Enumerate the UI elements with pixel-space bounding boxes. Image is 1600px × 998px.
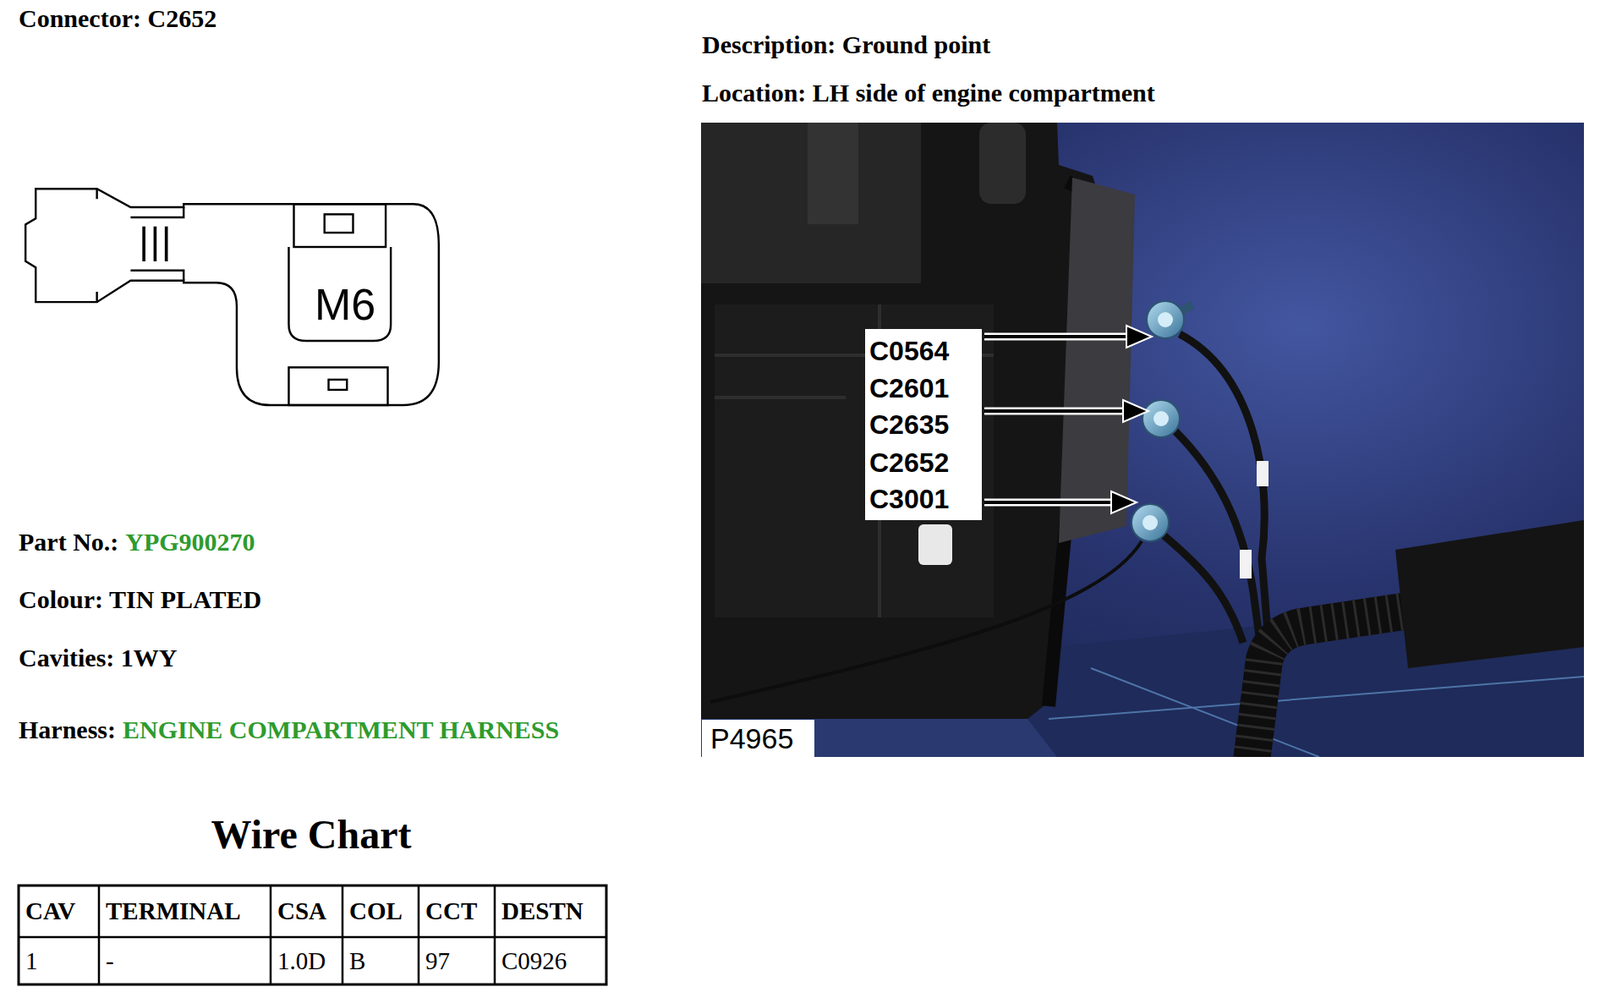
- ground-point-photo: [1048, 668, 1584, 757]
- table-grid: [18, 885, 607, 985]
- table-cell: 97: [418, 936, 495, 985]
- pointer-arrow: [984, 491, 1137, 514]
- label-panel: [865, 328, 982, 521]
- ground-point-photo: [1146, 301, 1184, 339]
- ground-point-photo: [701, 122, 921, 284]
- field-label: Part No.:: [18, 526, 119, 558]
- connector-callout: C2601: [869, 369, 949, 407]
- ground-point-photo: [1256, 460, 1269, 487]
- label-panel: [701, 719, 815, 757]
- pointer-arrow: [984, 334, 1132, 339]
- table-header: CAV: [18, 885, 99, 937]
- ground-point-photo: [1058, 177, 1135, 543]
- pointer-arrow: [984, 325, 1152, 348]
- connector-drawing: [25, 188, 439, 406]
- table-cell: 1.0D: [270, 936, 343, 985]
- connector-title: Connector: C2652: [18, 3, 217, 34]
- ground-point-photo: [807, 122, 859, 225]
- connector-drawing: [143, 226, 167, 262]
- table-cell: C0926: [494, 936, 607, 985]
- ground-point-photo: [979, 122, 1026, 204]
- connector-callout: C2635: [869, 405, 949, 444]
- ground-point-photo: [1142, 400, 1180, 438]
- ground-point-photo: [1175, 431, 1261, 643]
- table-header: TERMINAL: [98, 885, 271, 937]
- ground-point-photo: [701, 718, 1058, 757]
- ground-point-photo: [1395, 520, 1584, 669]
- table-grid: [18, 885, 607, 985]
- ground-point-photo: [1153, 410, 1169, 427]
- table-header: CCT: [418, 885, 495, 937]
- table-header: COL: [342, 885, 419, 937]
- table-header: DESTN: [494, 885, 607, 937]
- table-cell: -: [98, 936, 271, 985]
- ground-point-photo: [701, 122, 1102, 719]
- ground-point-photo: [1131, 504, 1169, 542]
- ground-point-photo: [1157, 312, 1173, 328]
- harness-name: ENGINE COMPARTMENT HARNESS: [122, 714, 559, 746]
- photo-reference: P4965: [710, 719, 794, 757]
- description-field: Description: Ground point: [701, 29, 991, 61]
- ground-point-photo: [701, 122, 1584, 757]
- colour-field: Colour: TIN PLATED: [18, 584, 262, 615]
- pointer-arrow: [984, 500, 1117, 505]
- part-number: YPG900270: [125, 526, 255, 558]
- pointer-arrow: [984, 407, 1129, 416]
- table-heading: Wire Chart: [211, 810, 412, 860]
- connector-drawing: [288, 367, 388, 406]
- connector-drawing: [130, 207, 184, 281]
- connector-drawing: [324, 213, 354, 233]
- connector-callout: C2652: [869, 443, 949, 482]
- connector-drawing: [294, 203, 387, 247]
- pointer-arrow: [984, 333, 1132, 341]
- pointer-arrow: [1111, 491, 1137, 514]
- pointer-arrow: [984, 400, 1149, 422]
- pointer-arrow: [1123, 400, 1149, 422]
- connector-drawing: [95, 188, 98, 302]
- cavities-field: Cavities: 1WY: [18, 642, 177, 674]
- ground-point-photo: [701, 122, 1584, 757]
- pointer-arrow: [984, 409, 1129, 413]
- ground-point-photo: [1142, 515, 1158, 531]
- ground-point-photo: [710, 541, 1142, 702]
- table-grid: [18, 885, 607, 985]
- pointer-arrow: [1126, 325, 1152, 348]
- ground-point-photo: [714, 304, 994, 618]
- connector-drawing: [328, 379, 348, 390]
- ground-point-photo: [1162, 534, 1244, 643]
- table-header: CSA: [270, 885, 343, 937]
- connector-callout: C0564: [869, 332, 949, 370]
- location-field: Location: LH side of engine compartment: [701, 77, 1156, 109]
- ground-point-photo: [918, 524, 953, 565]
- connector-callout: C3001: [869, 480, 949, 518]
- table-cell: 1: [18, 936, 99, 985]
- table-cell: B: [342, 936, 419, 985]
- thread-size: M6: [294, 280, 396, 329]
- field-label: Harness:: [18, 714, 116, 746]
- ground-point-photo: [714, 304, 994, 618]
- pointer-arrow: [984, 498, 1117, 507]
- ground-point-photo: [1239, 549, 1252, 579]
- connector-drawing: [25, 188, 439, 406]
